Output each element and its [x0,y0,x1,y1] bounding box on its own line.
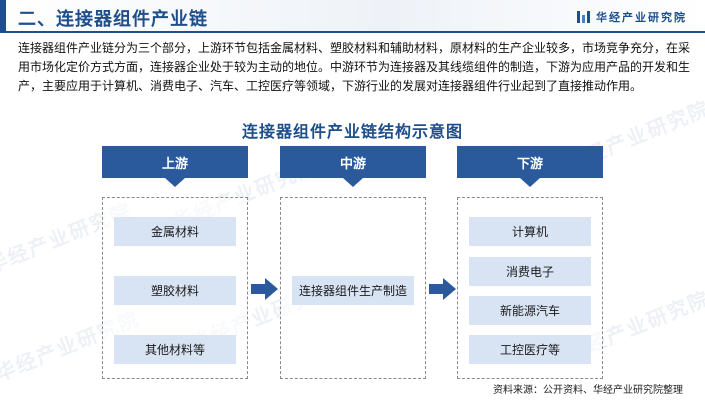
downstream-item: 工控医疗等 [469,335,591,364]
stage-header-midstream: 中游 [280,146,426,187]
midstream-panel: 连接器组件生产制造 [280,197,426,379]
stage-header-upstream: 上游 [102,146,248,187]
page-title: 二、连接器组件产业链 [18,9,208,30]
brand: 华经产业研究院 [577,9,687,25]
brand-logo-icon [577,11,590,23]
intro-paragraph: 连接器组件产业链分为三个部分，上游环节包括金属材料、塑胶材料和辅助材料，原材料的… [18,41,691,93]
upstream-panel: 金属材料 塑胶材料 其他材料等 [102,197,248,379]
section-header: 二、连接器组件产业链 华经产业研究院 [0,0,705,33]
downstream-item: 消费电子 [469,257,591,286]
upstream-item: 其他材料等 [114,335,236,364]
stage-header-downstream: 下游 [457,146,603,187]
header-accent-bar [0,0,6,31]
midstream-item: 连接器组件生产制造 [292,276,414,305]
downstream-item: 新能源汽车 [469,296,591,325]
brand-name: 华经产业研究院 [596,11,687,24]
source-note: 资料来源：公开资料、华经产业研究院整理 [493,385,683,396]
flow-arrow-icon [429,278,457,300]
flow-arrow-icon [251,278,279,300]
downstream-panel: 计算机 消费电子 新能源汽车 工控医疗等 [457,197,603,379]
downstream-item: 计算机 [469,217,591,246]
upstream-item: 塑胶材料 [114,276,236,305]
upstream-item: 金属材料 [114,217,236,246]
diagram-title: 连接器组件产业链结构示意图 [241,122,463,141]
